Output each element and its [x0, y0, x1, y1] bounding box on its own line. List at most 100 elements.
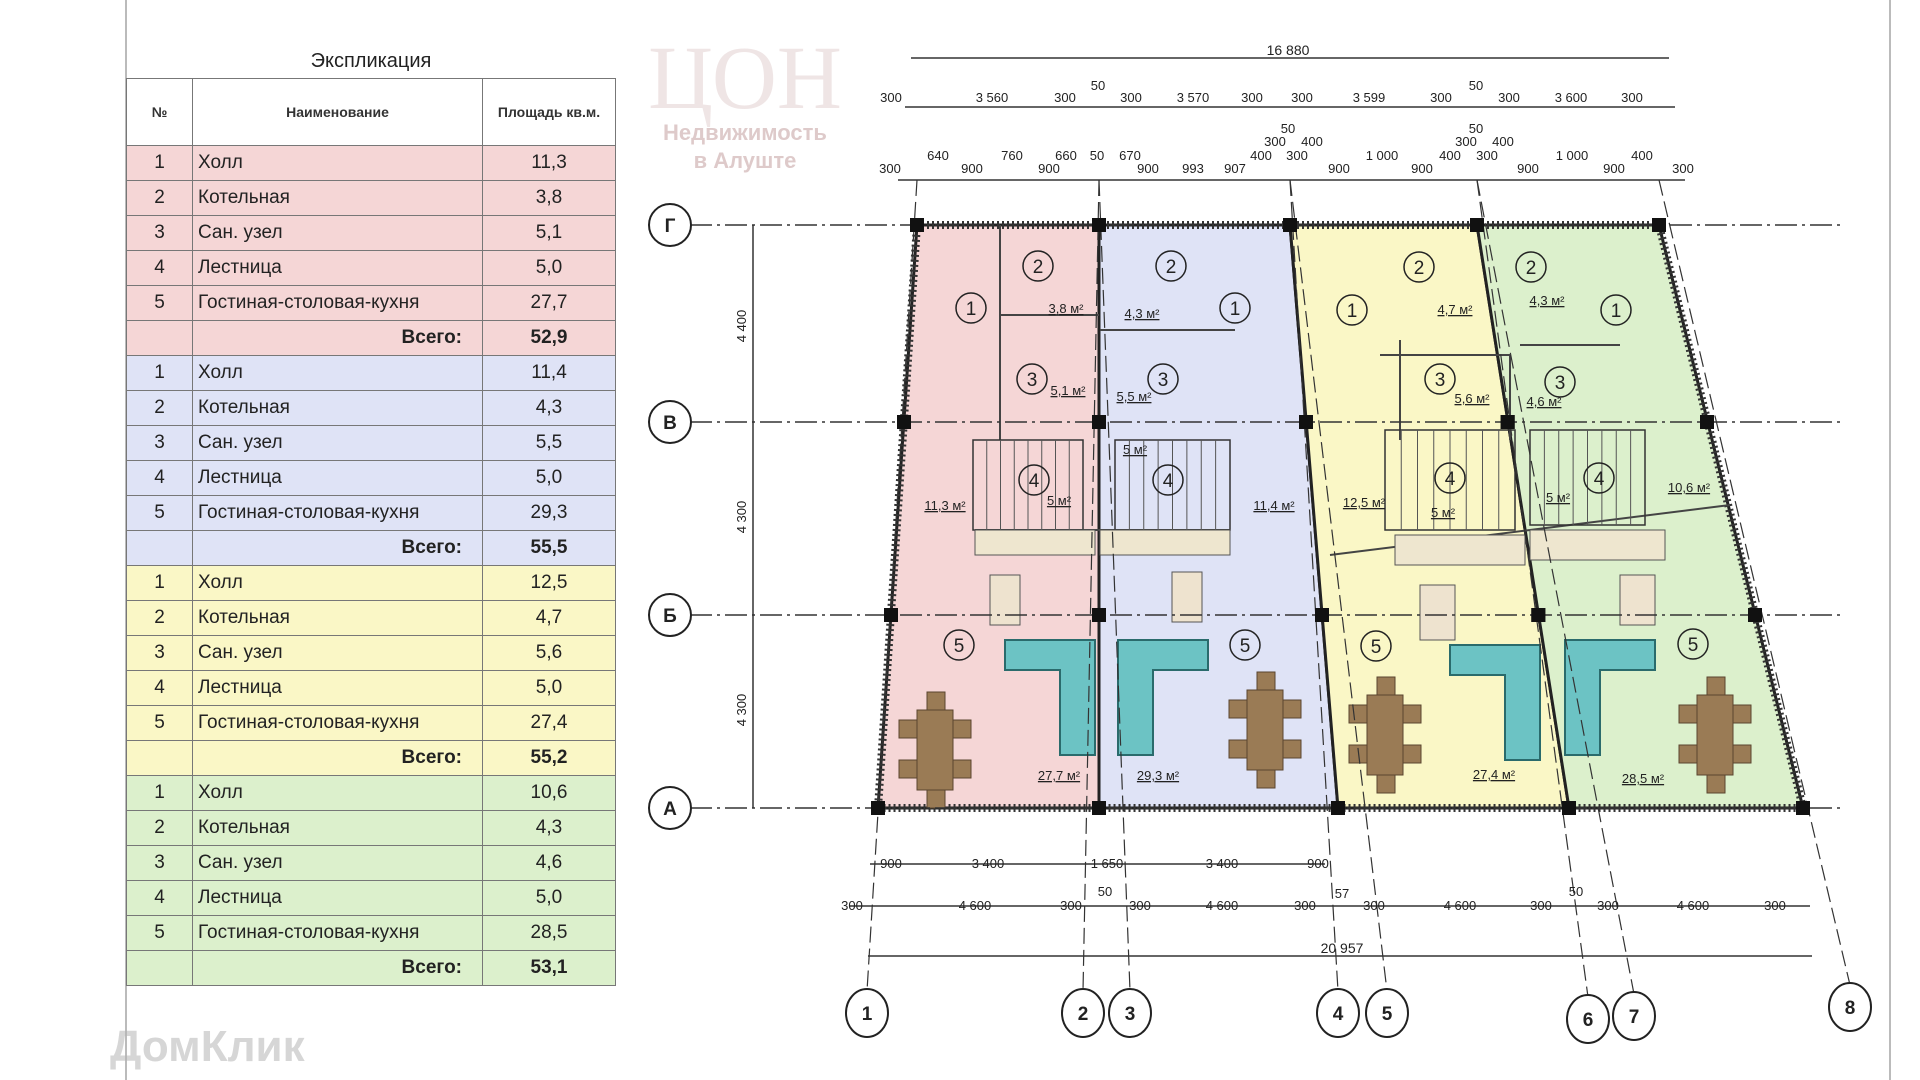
total-row: Всего:53,1 — [126, 950, 616, 986]
dimension-label: 400 — [1439, 148, 1461, 163]
dimension-label: 760 — [1001, 148, 1023, 163]
room-number-circle — [1229, 629, 1261, 661]
dimension-label: 50 — [1281, 121, 1295, 136]
sofa — [1564, 639, 1656, 756]
dimension-label: 300 — [1294, 898, 1316, 913]
chair — [1402, 704, 1422, 724]
room-area-label: 5 м² — [1431, 505, 1456, 520]
cell-num: 1 — [126, 355, 193, 391]
total-row: Всего:52,9 — [126, 320, 616, 356]
cell-name: Котельная — [192, 810, 483, 846]
axis-line-col — [1098, 179, 1131, 992]
cell-empty — [126, 530, 193, 566]
dimension-label: 300 — [1129, 898, 1151, 913]
room-number-circle — [1600, 294, 1632, 326]
dining-table — [1348, 676, 1422, 794]
kitchen-counter — [1394, 534, 1526, 566]
room-number-circle — [1219, 292, 1251, 324]
room-area-label: 11,4 м² — [1253, 498, 1295, 513]
axis-label-col: 3 — [1125, 1004, 1136, 1025]
dimension-label: 50 — [1469, 78, 1483, 93]
axis-marker-circle — [648, 593, 692, 637]
axis-marker-circle — [1612, 991, 1656, 1041]
dimension-label: 640 — [927, 148, 949, 163]
cell-empty — [126, 950, 193, 986]
dimension-label: 1 650 — [1091, 856, 1124, 871]
structural-column — [1700, 415, 1714, 429]
chair — [1706, 676, 1726, 696]
staircase — [1384, 429, 1516, 531]
chair — [1376, 774, 1396, 794]
room-area-label: 5,5 м² — [1117, 389, 1153, 404]
dimension-label: 900 — [1411, 161, 1433, 176]
room-number-circle — [1147, 363, 1179, 395]
dimension-label-vertical: 4 300 — [734, 694, 749, 727]
dimension-label: 3 600 — [1555, 90, 1588, 105]
dimension-label: 50 — [1469, 121, 1483, 136]
cell-num: 2 — [126, 810, 193, 846]
structural-column — [1562, 801, 1576, 815]
axis-line-col — [1289, 179, 1388, 992]
dimension-label: 300 — [1455, 134, 1477, 149]
room-number: 4 — [1445, 469, 1456, 490]
room-number-circle — [1016, 363, 1048, 395]
chair — [952, 759, 972, 779]
structural-column — [1092, 801, 1106, 815]
dimension-label-vertical: 4 300 — [734, 501, 749, 534]
total-label: Всего: — [192, 740, 483, 776]
staircase — [1529, 429, 1646, 526]
chair — [1256, 769, 1276, 789]
kitchen-island — [1171, 571, 1203, 623]
dimension-label: 300 — [880, 90, 902, 105]
dimension-label: 993 — [1182, 161, 1204, 176]
room-number-circle — [1360, 630, 1392, 662]
dimension-label: 300 — [1498, 90, 1520, 105]
header-name: Наименование — [192, 78, 483, 146]
room-number-circle — [1336, 294, 1368, 326]
cell-area: 3,8 — [482, 180, 616, 216]
dimension-label: 50 — [1569, 884, 1583, 899]
dimension-label: 300 — [1476, 148, 1498, 163]
total-value: 53,1 — [482, 950, 616, 986]
structural-column — [1092, 415, 1106, 429]
table-top — [1246, 689, 1284, 771]
structural-column — [1299, 415, 1313, 429]
dimension-label: 900 — [1307, 856, 1329, 871]
dimension-label-vertical: 4 400 — [734, 310, 749, 343]
room-number-circle — [943, 629, 975, 661]
table-top — [1366, 694, 1404, 776]
chair — [926, 691, 946, 711]
axis-label-col: 5 — [1382, 1004, 1393, 1025]
dimension-label: 300 — [1430, 90, 1452, 105]
kitchen-counter — [974, 529, 1096, 556]
kitchen-island — [989, 574, 1021, 626]
dimension-label: 670 — [1119, 148, 1141, 163]
dimension-label: 660 — [1055, 148, 1077, 163]
structural-column — [1331, 801, 1345, 815]
explication-title: Экспликация — [310, 50, 432, 72]
dimension-label: 300 — [841, 898, 863, 913]
dimension-label: 3 560 — [976, 90, 1009, 105]
cell-area: 12,5 — [482, 565, 616, 601]
dimension-label: 3 400 — [1206, 856, 1239, 871]
room-number-circle — [1403, 251, 1435, 283]
staircase — [1114, 439, 1231, 531]
room-number: 4 — [1029, 471, 1040, 492]
room-area-label: 3,8 м² — [1049, 301, 1085, 316]
dimension-label: 3 400 — [972, 856, 1005, 871]
structural-column — [1470, 218, 1484, 232]
cell-name: Холл — [192, 355, 483, 391]
room-area-label: 5 м² — [1546, 490, 1571, 505]
kitchen-island — [1419, 584, 1456, 641]
room-area-label: 4,3 м² — [1125, 306, 1161, 321]
dimension-label: 900 — [961, 161, 983, 176]
axis-label-row: В — [663, 413, 677, 434]
dimension-label: 3 570 — [1177, 90, 1210, 105]
cell-name: Сан. узел — [192, 215, 483, 251]
